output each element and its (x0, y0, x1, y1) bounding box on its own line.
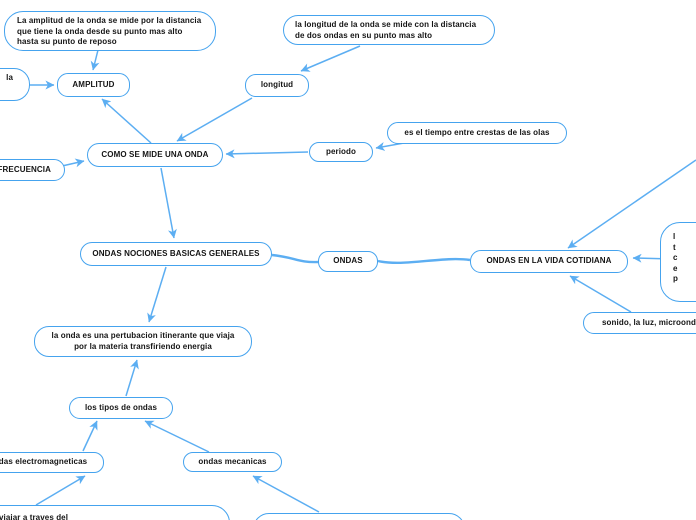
connector-bottomcenter-to-mechanical (252, 475, 320, 513)
node-label: la (6, 73, 13, 82)
node-left-clipped-fragment[interactable]: la (0, 68, 30, 101)
node-label: FRECUENCIA (0, 164, 51, 174)
node-ondas[interactable]: ONDAS (318, 251, 378, 272)
node-label: viajar a traves del (0, 513, 69, 520)
node-label: AMPLITUD (72, 79, 115, 89)
link-ondas-to-daily-life (377, 257, 471, 265)
node-period-description[interactable]: es el tiempo entre crestas de las olas (387, 122, 567, 144)
node-period[interactable]: periodo (309, 142, 373, 162)
node-label: ondas mecanicas (198, 456, 267, 466)
connector-examples-to-daily-life (569, 275, 632, 313)
node-label: es el tiempo entre crestas de las olas (404, 127, 550, 137)
node-label: periodo (325, 146, 357, 156)
node-label: los tipos de ondas (84, 402, 158, 412)
connector-bottomleft-to-electromagnetic (35, 475, 86, 506)
connector-root-to-definition (147, 266, 167, 323)
connector-electromagnetic-to-types (82, 420, 98, 452)
node-definition[interactable]: la onda es una pertubacion itinerante qu… (34, 326, 252, 357)
connector-how-measured-to-amplitude (101, 98, 152, 144)
connector-period-to-how-measured (225, 149, 309, 159)
node-label: ONDAS NOCIONES BASICAS GENERALES (92, 248, 260, 258)
node-mechanical[interactable]: ondas mecanicas (183, 452, 282, 472)
node-amplitude[interactable]: AMPLITUD (57, 73, 130, 97)
node-electromagnetic[interactable]: ondas electromagneticas (0, 452, 104, 473)
connector-wavelength-desc-to-wavelength (300, 45, 361, 72)
node-label: ondas electromagneticas (0, 457, 88, 467)
node-wavelength-description[interactable]: la longitud de la onda se mide con la di… (283, 15, 495, 45)
node-frequency[interactable]: FRECUENCIA (0, 159, 65, 181)
node-label: COMO SE MIDE UNA ONDA (101, 149, 209, 159)
connector-how-measured-to-root (160, 167, 177, 239)
node-bottom-center-clipped[interactable] (253, 513, 465, 520)
node-examples[interactable]: sonido, la luz, microondas (583, 312, 696, 334)
connector-mechanical-to-types (144, 420, 210, 453)
node-label: la longitud de la onda se mide con la di… (295, 20, 477, 40)
node-label: ONDAS (333, 256, 363, 266)
node-wavelength[interactable]: longitud (245, 74, 309, 97)
node-daily-life[interactable]: ONDAS EN LA VIDA COTIDIANA (470, 250, 628, 273)
connector-types-to-definition (125, 359, 139, 397)
node-label: la onda es una pertubacion itinerante qu… (51, 331, 235, 351)
connector-wavelength-to-how-measured (176, 97, 253, 142)
node-label: ONDAS EN LA VIDA COTIDIANA (486, 256, 612, 266)
node-bottom-left-fragment[interactable]: viajar a traves del (0, 505, 230, 520)
node-types[interactable]: los tipos de ondas (69, 397, 173, 419)
node-label: longitud (260, 80, 294, 90)
connector-frequency-to-how-measured (61, 158, 85, 168)
node-label: l t c e p (673, 232, 678, 283)
connector-offscreen-to-daily-life (567, 159, 696, 249)
node-label: La amplitud de la onda se mide por la di… (17, 16, 202, 46)
node-daily-life-detail[interactable]: l t c e p (660, 222, 696, 302)
link-root-to-ondas (271, 253, 319, 264)
node-label: sonido, la luz, microondas (602, 317, 696, 327)
node-amplitude-description[interactable]: La amplitud de la onda se mide por la di… (4, 11, 216, 51)
node-root[interactable]: ONDAS NOCIONES BASICAS GENERALES (80, 242, 272, 266)
node-how-measured[interactable]: COMO SE MIDE UNA ONDA (87, 143, 223, 167)
